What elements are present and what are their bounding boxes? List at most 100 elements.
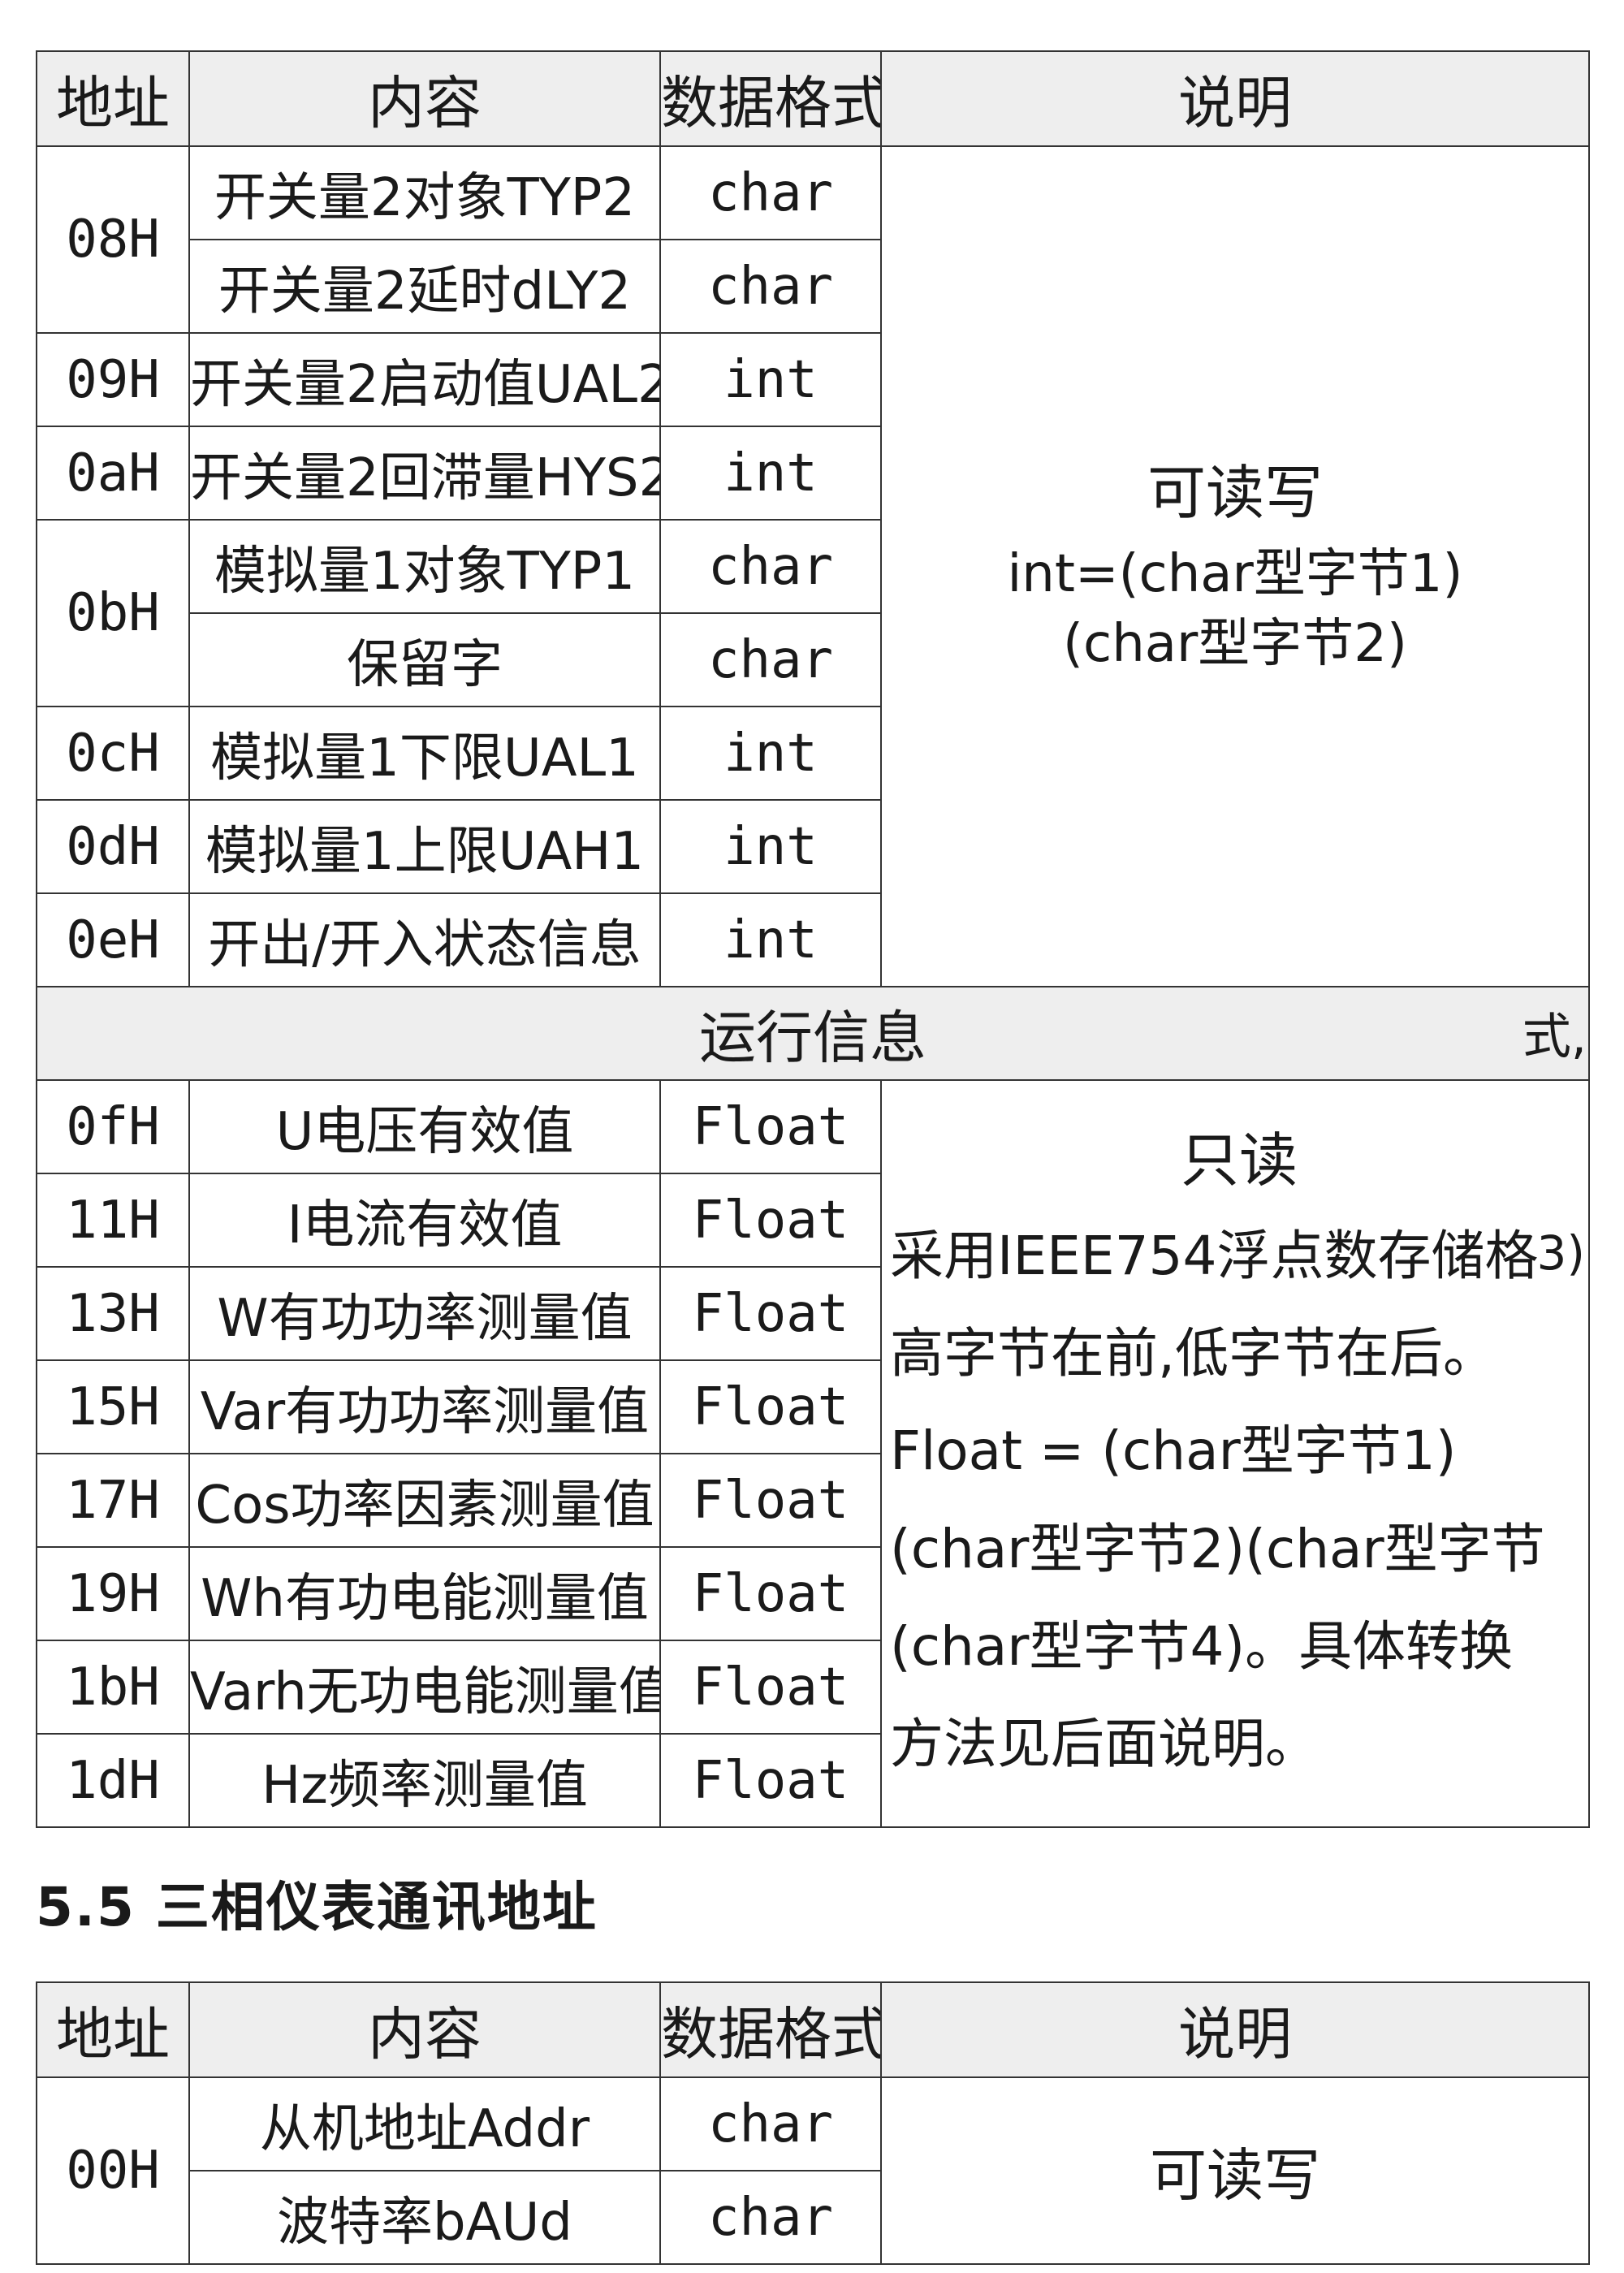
table-header-row: 地址 内容 数据格式 说明 [36, 1981, 1590, 2078]
address-cell: 15H [36, 1359, 190, 1454]
format-cell: Float [659, 1079, 882, 1174]
table-row: 0bH 模拟量1对象TYP1 char [36, 519, 1589, 707]
content-cell: 模拟量1上限UAH1 [188, 799, 661, 894]
content-cell: 波特率bAUd [188, 2170, 661, 2265]
header-address: 地址 [36, 50, 190, 147]
table-row: 开关量2延时dLY2 char [37, 239, 1589, 334]
register-table-1: 地址 内容 数据格式 说明 08H 开关量2对象TYP2 char 可读写 in… [36, 50, 1590, 1828]
content-cell: W有功功率测量值 [188, 1266, 661, 1361]
address-cell: 0dH [36, 799, 190, 894]
table-row: 保留字 char [37, 612, 1589, 707]
content-cell: 开关量2对象TYP2 [188, 145, 661, 240]
format-cell: char [659, 612, 882, 707]
table-header-row: 地址 内容 数据格式 说明 [36, 50, 1590, 147]
address-cell: 11H [36, 1173, 190, 1268]
format-cell: int [659, 799, 882, 894]
read-write-label: 可读写 [1147, 458, 1323, 527]
int-format-line-1: int=(char型字节1) [1007, 543, 1463, 604]
format-cell: Float [659, 1266, 882, 1361]
description-read-write: 可读写 [880, 2076, 1590, 2265]
register-table-2: 地址 内容 数据格式 说明 00H 从机地址Addr char 可读写 波特率b… [36, 1981, 1590, 2265]
read-only-label: 只读 [1180, 1126, 1298, 1195]
header-format: 数据格式 [659, 1981, 882, 2078]
content-cell: U电压有效值 [188, 1079, 661, 1174]
address-cell: 0cH [36, 706, 190, 801]
header-address: 地址 [36, 1981, 190, 2078]
format-cell: Float [659, 1546, 882, 1641]
format-cell: char [659, 2170, 882, 2265]
int-format-line-2: (char型字节2) [1063, 614, 1407, 675]
description-read-only: 只读 采用IEEE754浮点数存储格 高字节在前,低字节在后。 Float = … [880, 1079, 1590, 1828]
header-description: 说明 [880, 1981, 1590, 2078]
address-cell: 08H [36, 145, 190, 334]
format-cell: Float [659, 1359, 882, 1454]
float-desc-line: (char型字节2)(char型字节 [890, 1517, 1545, 1580]
content-cell: Cos功率因素测量值 [188, 1453, 661, 1548]
format-cell: char [659, 145, 882, 240]
content-cell: 开关量2回滞量HYS2 [188, 426, 661, 521]
table-row: 1bH Varh无功电能测量值 Float [36, 1640, 1589, 1735]
section-label-cell: 运行信息 式, [36, 986, 1590, 1081]
content-cell: Varh无功电能测量值 [188, 1640, 661, 1735]
address-cell: 1bH [36, 1640, 190, 1735]
content-cell: 保留字 [188, 612, 661, 707]
address-cell: 13H [36, 1266, 190, 1361]
table-row: 19H Wh有功电能测量值 Float [36, 1546, 1589, 1641]
float-desc-line: (char型字节4)。具体转换 [890, 1614, 1514, 1678]
table-row: 00H 从机地址Addr char 可读写 [36, 2076, 1590, 2265]
table-row: 0cH 模拟量1下限UAL1 int [36, 706, 1589, 801]
table-row: 0dH 模拟量1上限UAH1 int [36, 799, 1589, 894]
content-cell: 开关量2启动值UAL2 [188, 332, 661, 427]
format-cell: int [659, 426, 882, 521]
table-row: 0eH 开出/开入状态信息 int [36, 892, 1589, 987]
address-cell: 17H [36, 1453, 190, 1548]
truncated-fragment: 3) [1536, 1225, 1585, 1281]
address-cell: 0bH [36, 519, 190, 707]
table-row: 17H Cos功率因素测量值 Float [36, 1453, 1589, 1548]
format-cell: Float [659, 1173, 882, 1268]
content-cell: I电流有效值 [188, 1173, 661, 1268]
address-cell: 09H [36, 332, 190, 427]
section-label: 运行信息 [699, 1005, 926, 1071]
float-desc-line: Float = (char型字节1) [890, 1420, 1457, 1483]
content-cell: Wh有功电能测量值 [188, 1546, 661, 1641]
address-cell: 19H [36, 1546, 190, 1641]
section-extra-text: 式, [1522, 1009, 1587, 1065]
format-cell: char [659, 2076, 882, 2171]
format-cell: Float [659, 1640, 882, 1735]
content-cell: 从机地址Addr [188, 2076, 661, 2171]
format-cell: char [659, 519, 882, 614]
table-row: 波特率bAUd char [37, 2170, 1589, 2265]
description-read-write: 可读写 int=(char型字节1) (char型字节2) [880, 145, 1590, 987]
table-row: 0fH U电压有效值 Float 只读 采用IEEE754浮点数存储格 高字节在… [36, 1079, 1590, 1828]
content-cell: 模拟量1下限UAL1 [188, 706, 661, 801]
format-cell: char [659, 239, 882, 334]
table-row: 15H Var有功功率测量值 Float [36, 1359, 1589, 1454]
section-row: 运行信息 式, [36, 986, 1590, 1081]
address-cell: 1dH [36, 1733, 190, 1828]
table-row: 09H 开关量2启动值UAL2 int [36, 332, 1589, 427]
float-desc-line: 方法见后面说明。 [890, 1712, 1319, 1775]
table-row: 0aH 开关量2回滞量HYS2 int [36, 426, 1589, 521]
format-cell: int [659, 332, 882, 427]
address-cell: 0aH [36, 426, 190, 521]
content-cell: 开出/开入状态信息 [188, 892, 661, 987]
format-cell: int [659, 892, 882, 987]
header-description: 说明 [880, 50, 1590, 147]
format-cell: int [659, 706, 882, 801]
content-cell: 模拟量1对象TYP1 [188, 519, 661, 614]
float-desc-line: 高字节在前,低字节在后。 [890, 1322, 1497, 1385]
header-content: 内容 [188, 50, 661, 147]
table-row: 13H W有功功率测量值 Float [36, 1266, 1589, 1361]
address-cell: 0eH [36, 892, 190, 987]
float-desc-line: 采用IEEE754浮点数存储格 [890, 1225, 1539, 1288]
address-cell: 0fH [36, 1079, 190, 1174]
header-content: 内容 [188, 1981, 661, 2078]
table-row: 08H 开关量2对象TYP2 char 可读写 int=(char型字节1) (… [36, 145, 1590, 987]
format-cell: Float [659, 1453, 882, 1548]
content-cell: Hz频率测量值 [188, 1733, 661, 1828]
section-heading: 5.5 三相仪表通讯地址 [36, 1876, 598, 1938]
table-row: 1dH Hz频率测量值 Float [36, 1733, 1589, 1828]
address-cell: 00H [36, 2076, 190, 2265]
content-cell: 开关量2延时dLY2 [188, 239, 661, 334]
